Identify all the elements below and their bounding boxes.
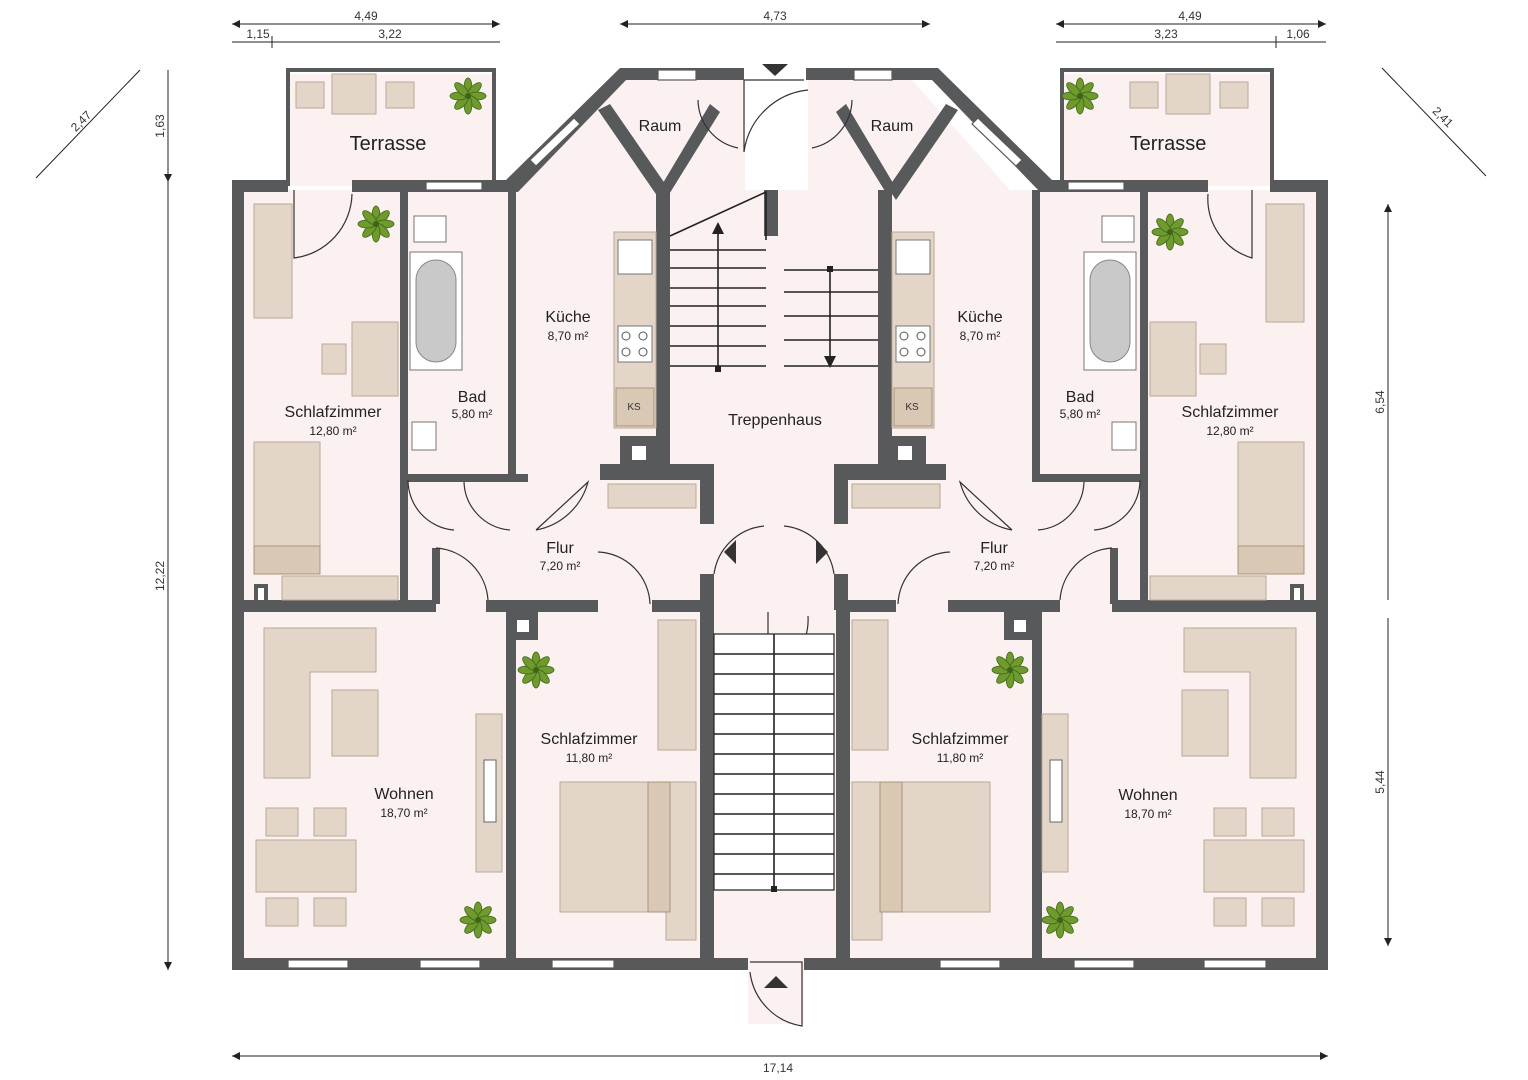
bedroom-top-left-area: 12,80 m² <box>309 424 356 438</box>
plant-icon <box>517 651 555 689</box>
hall-left-area: 7,20 m² <box>540 559 581 573</box>
bedroom-bottom-right-label: Schlafzimmer <box>912 731 1010 748</box>
room-labels: Terrasse Terrasse Raum Raum Küche 8,70 m… <box>285 118 1280 821</box>
plant-icon <box>991 651 1029 689</box>
bedroom-top-right-label: Schlafzimmer <box>1182 404 1280 421</box>
hall-right-label: Flur <box>980 540 1008 557</box>
furniture <box>253 73 1305 941</box>
hall-left-label: Flur <box>546 540 574 557</box>
dim-top-center: 4,73 <box>763 9 787 23</box>
bedroom-bottom-left-label: Schlafzimmer <box>541 731 639 748</box>
kitchen-right-area: 8,70 m² <box>960 329 1001 343</box>
dim-left-terrace: 1,63 <box>153 114 167 138</box>
plant-icon <box>459 901 497 939</box>
plant-icon <box>357 205 395 243</box>
kitchen-left-label: Küche <box>545 309 590 326</box>
living-right-label: Wohnen <box>1118 787 1177 804</box>
storage-left-label: Raum <box>639 118 682 135</box>
bedroom-bottom-left-area: 11,80 m² <box>566 751 612 765</box>
fridge-left-label: KS <box>627 402 641 413</box>
dim-right-upper: 6,54 <box>1373 390 1387 414</box>
dim-top-right-total: 4,49 <box>1178 9 1202 23</box>
bath-left-area: 5,80 m² <box>452 407 493 421</box>
plant-icon <box>1151 213 1189 251</box>
living-right-area: 18,70 m² <box>1124 807 1171 821</box>
walls <box>232 68 1328 970</box>
bedroom-top-right-area: 12,80 m² <box>1206 424 1253 438</box>
dim-diag-right: 2,41 <box>1430 104 1457 131</box>
living-left-area: 18,70 m² <box>380 806 427 820</box>
dim-diag-left: 2,47 <box>68 108 95 135</box>
bath-right-area: 5,80 m² <box>1060 407 1101 421</box>
windows <box>287 69 1267 969</box>
dim-top-right-a: 3,23 <box>1154 27 1178 41</box>
plant-icon <box>449 77 487 115</box>
terrace-left-label: Terrasse <box>350 133 427 155</box>
kitchen-right-label: Küche <box>957 309 1002 326</box>
dim-left-total: 12,22 <box>153 561 167 591</box>
living-left-label: Wohnen <box>374 786 433 803</box>
hall-right-area: 7,20 m² <box>974 559 1015 573</box>
dim-bottom-total: 17,14 <box>763 1061 793 1075</box>
bedroom-bottom-right-area: 11,80 m² <box>937 751 983 765</box>
dimension-lines: 4,49 1,15 3,22 4,73 4,49 3,23 1,06 2,47 … <box>35 9 1487 1075</box>
plant-icon <box>1061 77 1099 115</box>
plants <box>357 77 1189 939</box>
fridge-right-label: KS <box>905 402 919 413</box>
storage-right-label: Raum <box>871 118 914 135</box>
bath-left-label: Bad <box>458 389 486 406</box>
stairwell-label: Treppenhaus <box>728 412 822 429</box>
bath-right-label: Bad <box>1066 389 1094 406</box>
dim-top-left-total: 4,49 <box>354 9 378 23</box>
terrace-right-label: Terrasse <box>1130 133 1207 155</box>
dim-top-right-b: 1,06 <box>1286 27 1310 41</box>
plant-icon <box>1041 901 1079 939</box>
staircase <box>669 190 878 892</box>
bedroom-top-left-label: Schlafzimmer <box>285 404 383 421</box>
dim-top-left-b: 3,22 <box>378 27 402 41</box>
doors <box>293 64 1253 1027</box>
dim-top-left-a: 1,15 <box>246 27 270 41</box>
dim-right-lower: 5,44 <box>1373 770 1387 794</box>
kitchen-left-area: 8,70 m² <box>548 329 589 343</box>
